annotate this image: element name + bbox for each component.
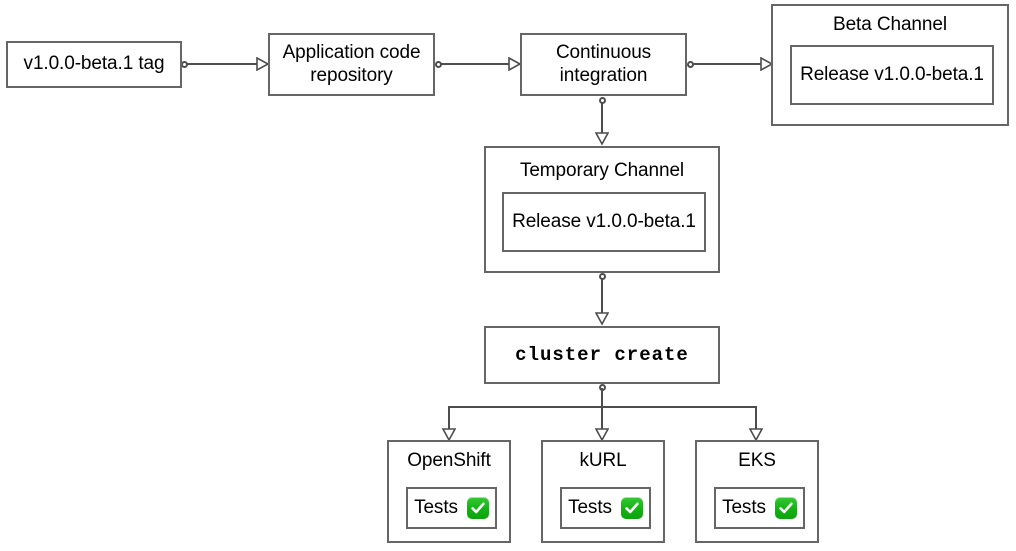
node-kurl-title: kURL — [579, 450, 627, 471]
node-openshift-title: OpenShift — [407, 450, 491, 471]
check-mark-button-icon — [466, 497, 489, 519]
edge-ci-to-beta-arrowhead — [760, 57, 774, 71]
edge-tag-to-repo-line — [184, 63, 262, 65]
node-application-code-repository[interactable]: Application code repository — [268, 33, 435, 96]
node-kurl[interactable]: kURL Tests — [541, 440, 665, 543]
node-kurl-tests-row: Tests — [568, 497, 643, 519]
node-eks-tests-label: Tests — [722, 496, 766, 518]
edge-repo-to-ci-source-dot — [435, 61, 442, 68]
edge-repo-to-ci-line — [438, 63, 514, 65]
edge-ci-to-temp-line — [601, 101, 603, 137]
edge-cluster-fanout-stem — [601, 388, 603, 408]
node-ci-line2: integration — [559, 64, 648, 86]
node-cluster-create-label: cluster create — [515, 343, 689, 366]
node-ci-line1: Continuous — [555, 42, 652, 64]
node-openshift[interactable]: OpenShift Tests — [387, 440, 511, 543]
edge-ci-to-beta-source-dot — [687, 61, 694, 68]
node-temporary-channel-release-box[interactable]: Release v1.0.0-beta.1 — [502, 192, 706, 252]
node-version-tag-label: v1.0.0-beta.1 tag — [23, 53, 165, 75]
node-eks-title: EKS — [738, 450, 776, 471]
edge-ci-to-temp-arrowhead — [595, 132, 609, 146]
edge-cluster-to-eks-line — [755, 406, 757, 433]
edge-cluster-to-openshift-line — [448, 406, 450, 433]
edge-tag-to-repo-arrowhead — [256, 57, 270, 71]
edge-temp-to-cluster-arrowhead — [595, 312, 609, 326]
edge-temp-to-cluster-source-dot — [599, 273, 606, 280]
check-mark-button-icon — [620, 497, 643, 519]
node-beta-channel-release-box[interactable]: Release v1.0.0-beta.1 — [790, 45, 994, 105]
node-application-code-repository-label: Application code repository — [277, 42, 427, 87]
node-cluster-create[interactable]: cluster create — [484, 326, 720, 384]
edge-cluster-to-eks-arrowhead — [749, 428, 763, 442]
node-kurl-tests-box[interactable]: Tests — [560, 487, 651, 529]
edge-temp-to-cluster-line — [601, 277, 603, 314]
node-continuous-integration-label: Continuous integration — [550, 42, 657, 87]
node-temporary-channel-title: Temporary Channel — [519, 160, 685, 181]
edge-cluster-to-openshift-arrowhead — [442, 428, 456, 442]
edge-repo-to-ci-arrowhead — [508, 57, 522, 71]
edge-cluster-to-kurl-arrowhead — [595, 428, 609, 442]
node-continuous-integration[interactable]: Continuous integration — [520, 33, 687, 96]
node-eks-tests-row: Tests — [722, 497, 797, 519]
edge-ci-to-beta-line — [690, 63, 766, 65]
node-temporary-channel[interactable]: Temporary Channel Release v1.0.0-beta.1 — [484, 146, 720, 273]
node-openshift-tests-row: Tests — [414, 497, 489, 519]
node-temporary-channel-release-label: Release v1.0.0-beta.1 — [512, 210, 696, 232]
node-beta-channel[interactable]: Beta Channel Release v1.0.0-beta.1 — [771, 4, 1009, 126]
node-beta-channel-title: Beta Channel — [833, 14, 947, 35]
node-app-repo-line2: repository — [310, 64, 393, 86]
edge-ci-to-temp-source-dot — [599, 97, 606, 104]
edge-tag-to-repo-source-dot — [181, 61, 188, 68]
node-openshift-tests-box[interactable]: Tests — [406, 487, 497, 529]
node-beta-channel-release-label: Release v1.0.0-beta.1 — [800, 63, 984, 85]
edge-cluster-to-kurl-line — [601, 406, 603, 433]
node-kurl-tests-label: Tests — [568, 496, 612, 518]
node-app-repo-line1: Application code — [282, 42, 421, 64]
node-eks[interactable]: EKS Tests — [695, 440, 819, 543]
node-version-tag[interactable]: v1.0.0-beta.1 tag — [6, 41, 182, 88]
check-mark-button-icon — [774, 497, 797, 519]
node-openshift-tests-label: Tests — [414, 496, 458, 518]
node-eks-tests-box[interactable]: Tests — [714, 487, 805, 529]
